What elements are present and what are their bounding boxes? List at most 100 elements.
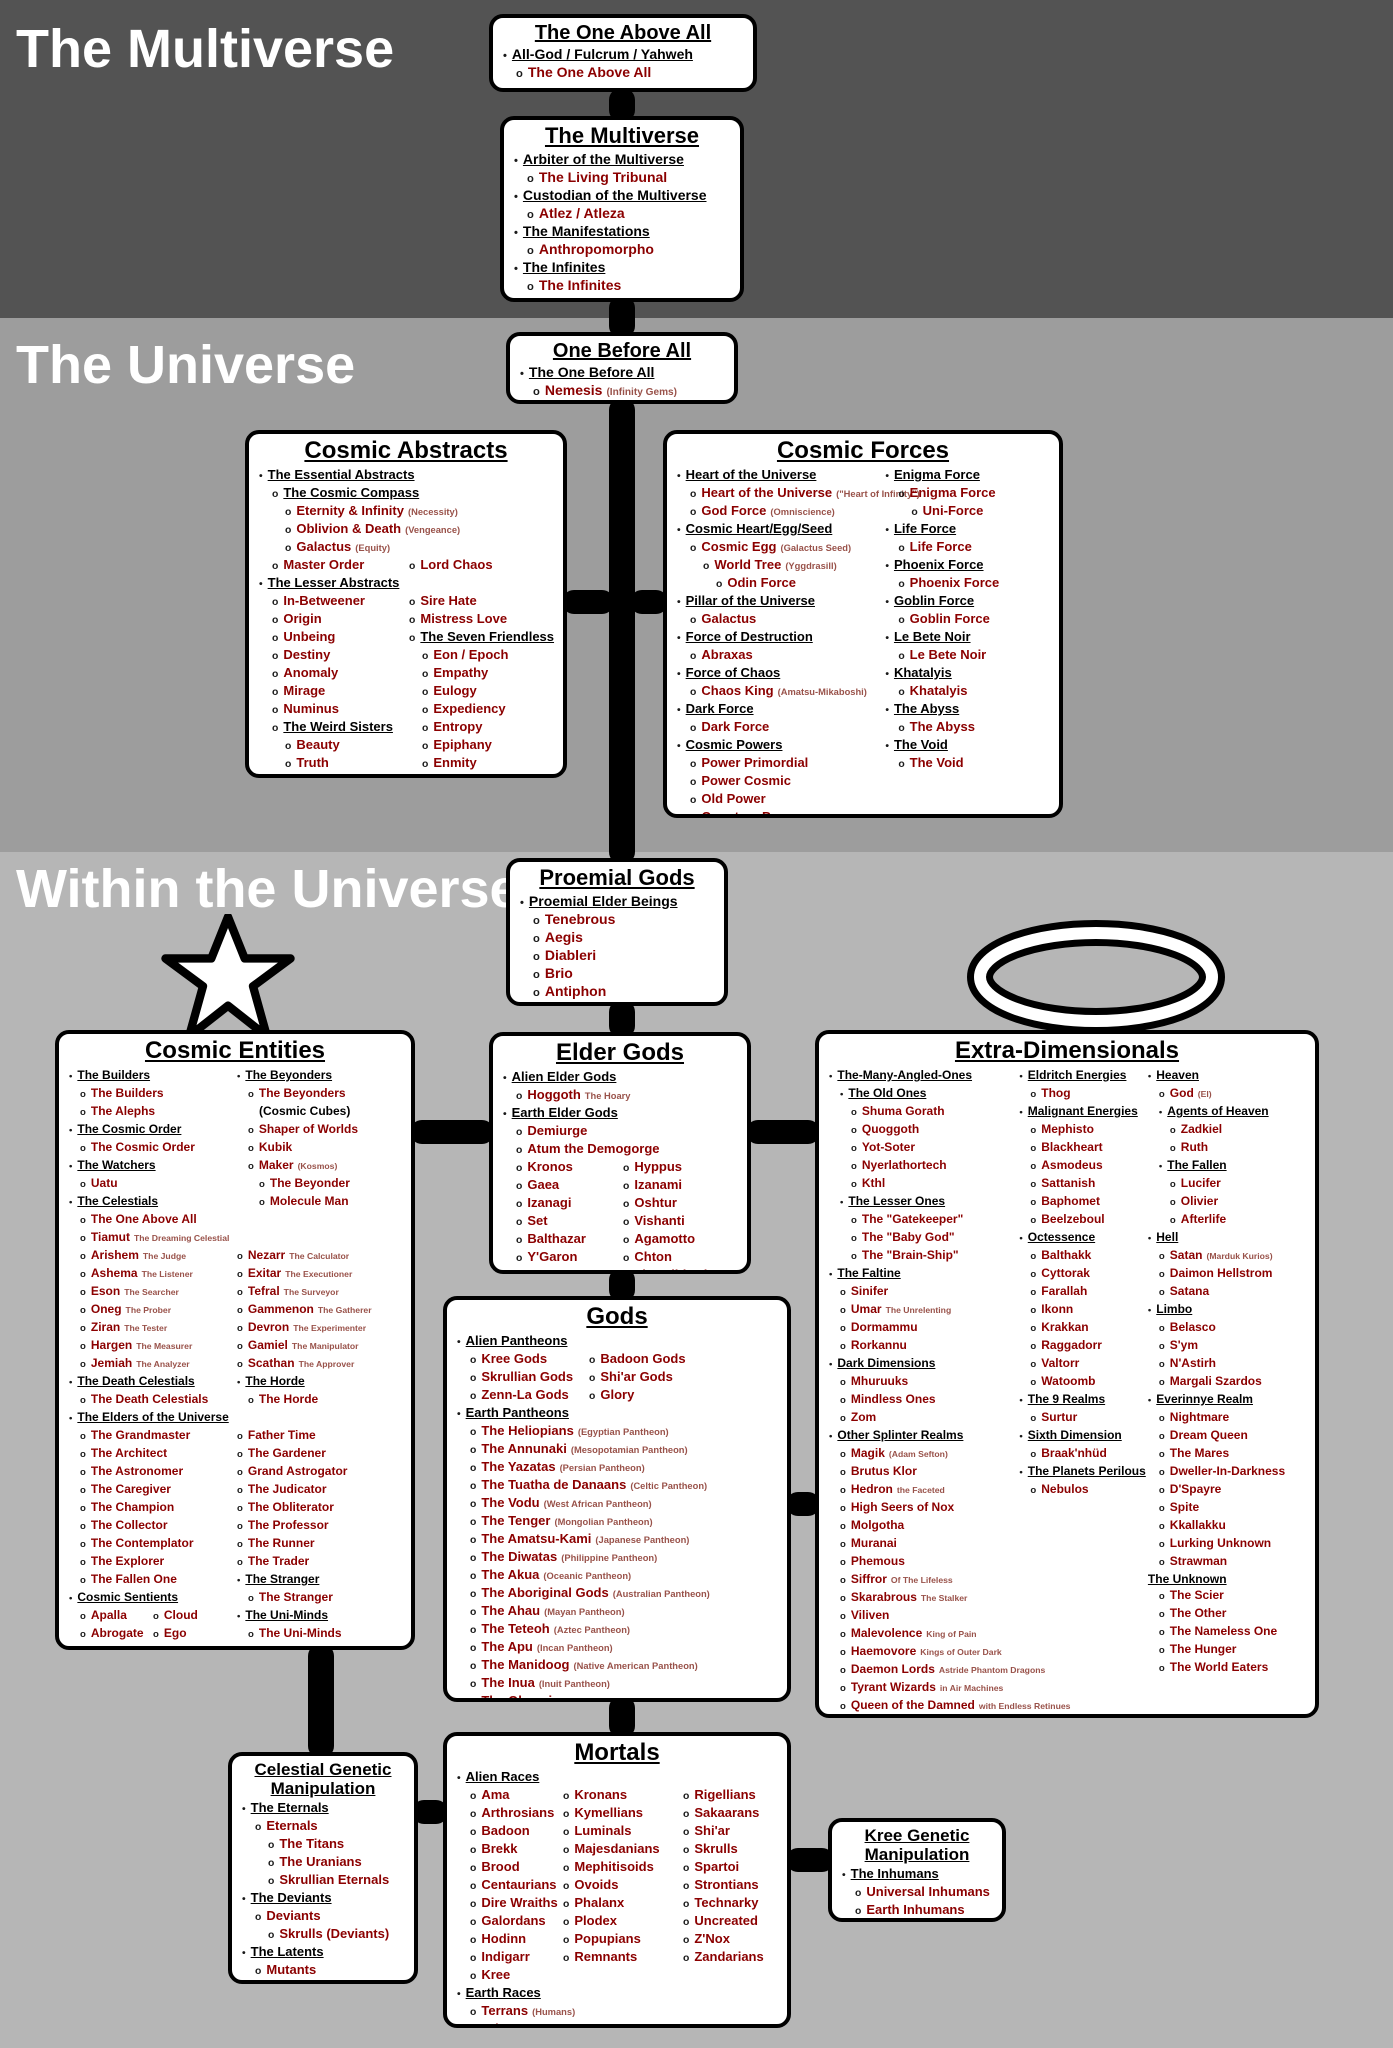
circle-bullet-icon: o: [255, 1822, 262, 1834]
entry-label: Krakkan: [1041, 1319, 1089, 1334]
entry-note: The Searcher: [124, 1286, 179, 1297]
circle-bullet-icon: o: [80, 1358, 86, 1370]
box-title: One Before All: [552, 340, 692, 362]
entry-label: The Horde: [258, 1391, 319, 1406]
circle-bullet-icon: o: [516, 1269, 522, 1270]
circle-bullet-icon: o: [1158, 1626, 1165, 1638]
list-entry: •Earth Races: [457, 1985, 541, 2003]
entry-label: Everinnye Realm: [1156, 1391, 1253, 1406]
entry-label: The Olympians: [481, 1692, 575, 1702]
circle-bullet-icon: o: [840, 1700, 846, 1712]
circle-bullet-icon: o: [563, 1898, 570, 1910]
entry-label: Old Power: [701, 790, 766, 806]
entry-label: Balthakk: [1041, 1247, 1092, 1262]
list-row: •Everinnye Realm: [1148, 1391, 1305, 1409]
bullet-icon: •: [457, 1336, 461, 1348]
entry-label: The Abyss: [893, 700, 960, 716]
entry-label: The Watchers: [77, 1157, 156, 1172]
entry-label: Heart of the Universe: [685, 466, 817, 482]
entry-label: Agents of Heaven: [1167, 1103, 1269, 1118]
list-row: •Octessence: [1019, 1229, 1148, 1247]
circle-bullet-icon: o: [1030, 1340, 1037, 1352]
entry-label: The One Before All: [528, 364, 655, 381]
box-one-above-all: The One Above All•All-God / Fulcrum / Ya…: [489, 14, 757, 92]
entry-label: The Unknown: [1147, 1571, 1227, 1586]
circle-bullet-icon: o: [422, 704, 429, 716]
entry-label: Power Cosmic: [701, 772, 791, 788]
bullet-icon: •: [237, 1610, 241, 1622]
entry-label: Siffror: [850, 1571, 887, 1586]
entry-note: (Yggdrasill): [785, 560, 837, 571]
entry-label: Muranai: [850, 1535, 897, 1550]
box-title: The One Above All: [534, 22, 712, 44]
entry-label: Anthropomorpho: [538, 240, 654, 257]
entry-label: The Aboriginal Gods: [481, 1584, 609, 1600]
bullet-icon: •: [514, 226, 518, 239]
circle-bullet-icon: o: [1158, 1466, 1165, 1478]
entry-note: ("Heart of Infinity"): [836, 488, 920, 499]
entry-label: Cosmic Heart/Egg/Seed: [685, 520, 833, 536]
entry-label: Dormammu: [850, 1319, 918, 1334]
entry-label: Belasco: [1169, 1319, 1216, 1334]
bullet-icon: •: [1019, 1394, 1023, 1406]
entry-label: God: [1169, 1085, 1194, 1100]
bullet-icon: •: [69, 1412, 73, 1424]
circle-bullet-icon: o: [1030, 1088, 1037, 1100]
entry-note: (Humans): [532, 2006, 576, 2017]
circle-bullet-icon: o: [855, 1906, 862, 1918]
entry-label: N'Astirh: [1169, 1355, 1216, 1370]
star-decoration-icon: [161, 914, 295, 1041]
list-entry: •Cosmic Powers: [677, 737, 782, 755]
entry-label: Universal Inhumans: [866, 1884, 990, 1900]
entry-label: Heaven: [1156, 1067, 1199, 1082]
circle-bullet-icon: o: [80, 1610, 86, 1622]
entry-label: Skarabrous: [850, 1589, 917, 1604]
list-row: •Malignant Energies: [1019, 1103, 1148, 1121]
entry-label: God Force: [701, 502, 767, 518]
list-entry: •Alien Elder Gods: [503, 1069, 616, 1087]
entry-label: The Collector: [90, 1517, 168, 1532]
entry-label: The Lesser Ones: [848, 1193, 946, 1208]
circle-bullet-icon: o: [259, 1196, 265, 1208]
list-entry: •The Deviants: [242, 1890, 332, 1908]
entry-label: The Stranger: [258, 1589, 333, 1604]
